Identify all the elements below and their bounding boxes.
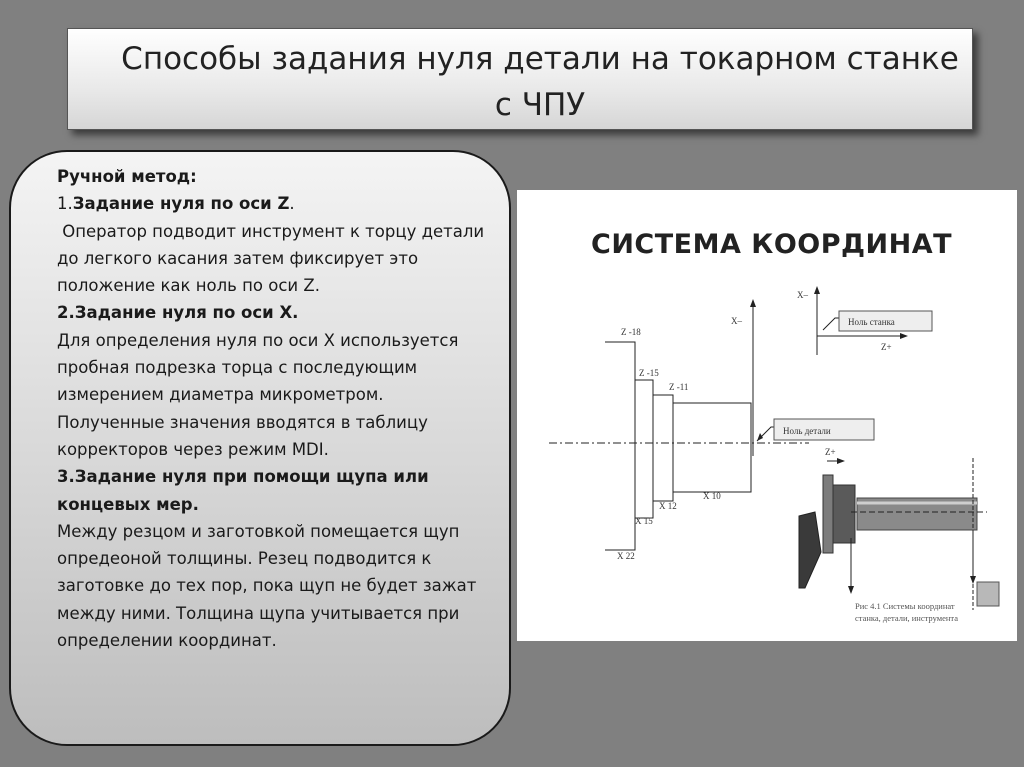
label-part-zero: Ноль детали [783,426,831,436]
part-profile [605,341,752,551]
section-2-title: 2.Задание нуля по оси X. [57,303,299,323]
label-x10: X 10 [703,491,721,501]
section-1-dot: . [289,194,295,214]
part-zero-label-box [773,418,875,441]
text-content: Ручной метод: 1.Задание нуля по оси Z. О… [57,163,487,654]
label-x15: X 15 [635,516,653,526]
text-panel [9,150,511,746]
slide-title-line2: с ЧПУ [494,87,586,123]
coordinate-system-figure: СИСТЕМА КООРДИНАТ [517,190,1017,641]
chuck [830,484,856,544]
label-machine-zero: Ноль станка [848,317,895,327]
caption-line1: Рис 4.1 Системы координат [855,601,955,611]
label-z15: Z -15 [639,368,659,378]
label-z11: Z -11 [669,382,688,392]
section-3-title: 3.Задание нуля при помощи щупа или конце… [57,467,429,514]
slide-title-line1: Способы задания нуля детали на токарном … [121,41,959,77]
caption-line2: станка, детали, инструмента [855,613,958,623]
title-box: Способы задания нуля детали на токарном … [67,28,973,130]
figure-heading: СИСТЕМА КООРДИНАТ [591,229,953,260]
method-heading: Ручной метод: [57,167,197,186]
label-z-plus: Z+ [825,447,836,457]
label-x-minus: X– [731,316,742,326]
machine-zero-label-box [838,310,933,332]
label-z-plus-small: Z+ [881,342,892,352]
label-x-minus-small: X– [797,290,808,300]
label-x22: X 22 [617,551,635,561]
cutting-tool [798,511,822,589]
section-2-body: Для определения нуля по оси X использует… [57,330,459,459]
section-1-title-text: Задание нуля по оси Z [72,194,290,214]
section-3-body: Между резцом и заготовкой помещается щуп… [57,521,477,651]
label-x12: X 12 [659,501,677,511]
label-z18: Z -18 [621,327,641,337]
section-1-number: 1. [57,194,73,214]
figure-drawing: X– Z+ Ноль станка X– Ноль детали Z+ Z -1… [549,286,1000,623]
machine-zero-pointer [822,317,839,331]
section-1-body: Оператор подводит инструмент к торцу дет… [57,221,490,296]
section-1-title: 1.Задание нуля по оси Z. [57,190,487,217]
